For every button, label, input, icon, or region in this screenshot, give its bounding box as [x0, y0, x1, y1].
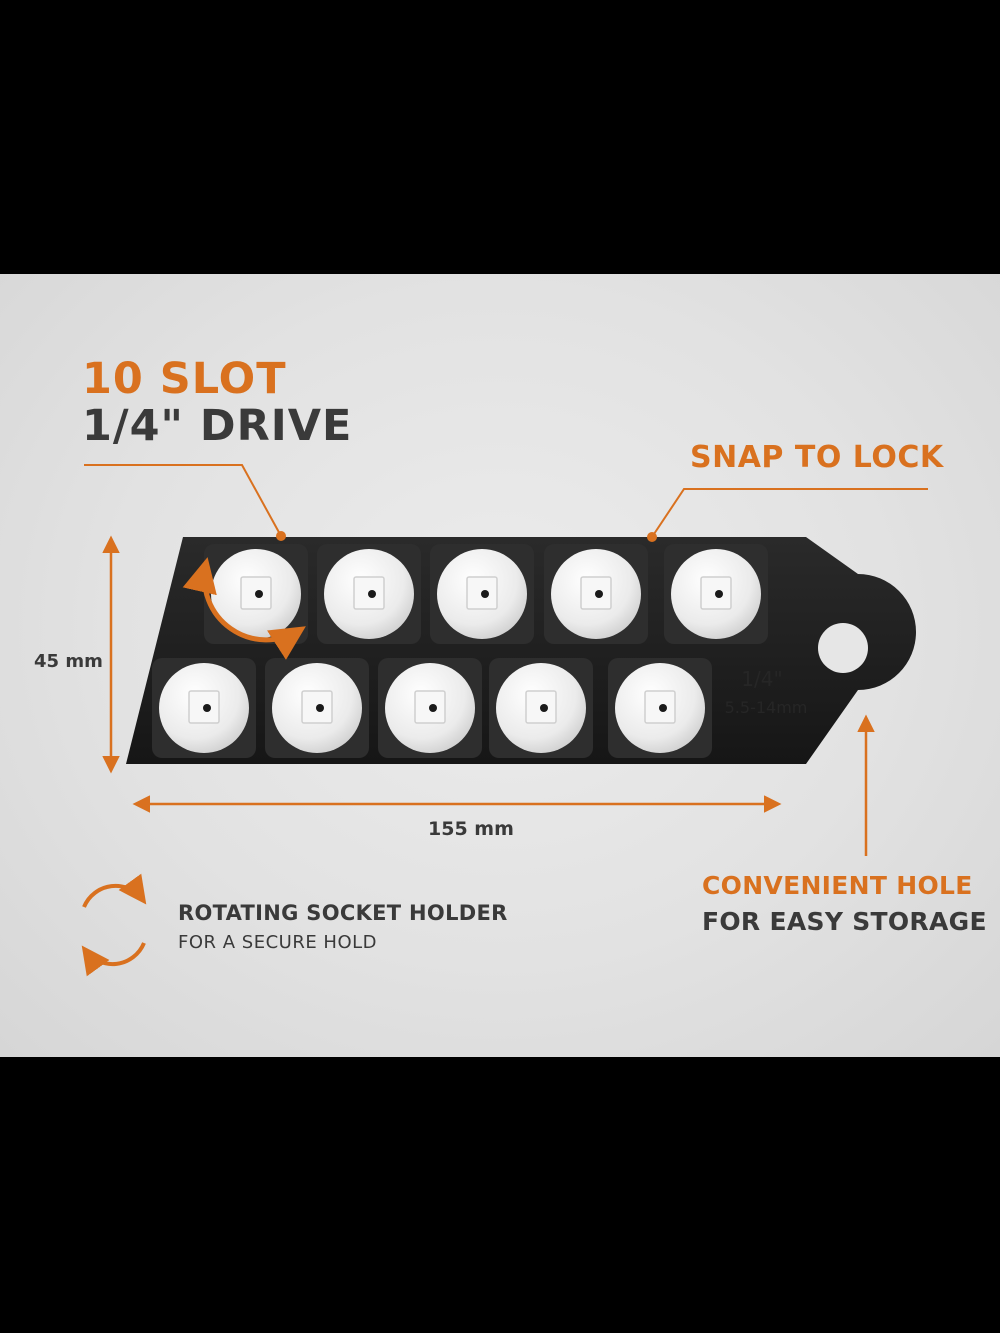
socket-slot-1: [204, 544, 308, 644]
socket-slot-6: [152, 658, 256, 758]
socket-slot-9: [489, 658, 593, 758]
detent-ball: [255, 590, 263, 598]
socket-slot-4: [544, 544, 648, 644]
snap-callout-dot: [647, 532, 657, 542]
detent-ball: [203, 704, 211, 712]
socket-slot-5: [664, 544, 768, 644]
slots-callout-line: [84, 464, 282, 537]
height-dimension-label: 45 mm: [34, 651, 103, 672]
snap-callout-line: [651, 488, 928, 538]
detent-ball: [481, 590, 489, 598]
headline-slot-count: 10 SLOT: [82, 354, 287, 404]
legend-subtitle: FOR A SECURE HOLD: [178, 932, 378, 953]
detent-ball: [715, 590, 723, 598]
socket-slot-7: [265, 658, 369, 758]
socket-slot-2: [317, 544, 421, 644]
socket-slot-3: [430, 544, 534, 644]
detent-ball: [659, 704, 667, 712]
socket-slot-8: [378, 658, 482, 758]
storage-hole: [818, 623, 868, 673]
legend-title: ROTATING SOCKET HOLDER: [178, 901, 508, 925]
detent-ball: [316, 704, 324, 712]
rail-range-engraving: 5.5-14mm: [725, 698, 808, 717]
detent-ball: [595, 590, 603, 598]
headline-drive-size: 1/4" DRIVE: [82, 401, 353, 451]
detent-ball: [540, 704, 548, 712]
width-dimension-label: 155 mm: [428, 818, 514, 840]
socket-rail-illustration: 1/4" 5.5-14mm: [81, 464, 928, 977]
slots-callout-dot: [276, 531, 286, 541]
hole-callout-subtitle: FOR EASY STORAGE: [702, 907, 987, 936]
rotate-arrows-icon: [81, 873, 147, 977]
socket-slot-10: [608, 658, 712, 758]
product-infographic: 1/4" 5.5-14mm 10 SLOT 1/4" DRIVE SNAP TO…: [0, 274, 1000, 1057]
snap-to-lock-label: SNAP TO LOCK: [690, 440, 944, 475]
rotate-indicator-icon: [182, 557, 306, 660]
hole-callout-title: CONVENIENT HOLE: [702, 871, 973, 900]
rail-size-engraving: 1/4": [741, 667, 782, 691]
detent-ball: [368, 590, 376, 598]
detent-ball: [429, 704, 437, 712]
